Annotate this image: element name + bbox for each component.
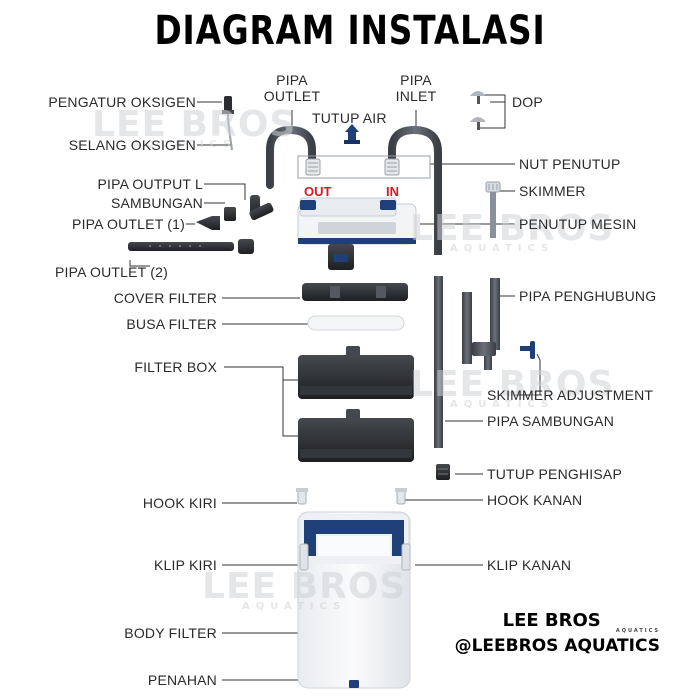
pipa-penghubung-part bbox=[462, 278, 500, 370]
page-title: DIAGRAM INSTALASI bbox=[154, 8, 546, 54]
busa-filter-part bbox=[307, 315, 405, 331]
label-pipa-outlet-line1: PIPA bbox=[276, 72, 308, 88]
selang-oksigen-part bbox=[227, 113, 233, 151]
label-pipa-inlet-line2: INLET bbox=[395, 88, 437, 104]
tutup-penghisap-part bbox=[436, 464, 450, 480]
pipa-sambungan-part bbox=[434, 276, 443, 448]
label-pipa-sambungan: PIPA SAMBUNGAN bbox=[487, 413, 615, 429]
leader-pipa-outlet-2 bbox=[129, 260, 150, 267]
label-klip-kiri: KLIP KIRI bbox=[153, 557, 217, 573]
dop-part bbox=[470, 91, 486, 130]
label-pipa-outlet-line2: OUTLET bbox=[263, 88, 321, 104]
label-nut-penutup: NUT PENUTUP bbox=[519, 156, 621, 172]
label-tutup-air: TUTUP AIR bbox=[312, 110, 387, 126]
brand-handle: @LEEBROS AQUATICS bbox=[454, 636, 660, 656]
label-pipa-penghubung: PIPA PENGHUBUNG bbox=[519, 288, 657, 304]
filter-box-upper-part bbox=[298, 346, 414, 399]
label-dop: DOP bbox=[512, 94, 543, 110]
label-pipa-inlet-line1: PIPA bbox=[400, 72, 432, 88]
label-klip-kanan: KLIP KANAN bbox=[487, 557, 572, 573]
brand-logo: LEE BROS bbox=[502, 610, 601, 631]
brand-logo-sub: AQUATICS bbox=[615, 628, 660, 634]
label-busa-filter: BUSA FILTER bbox=[126, 316, 217, 332]
nut-penutup-left bbox=[305, 158, 321, 176]
label-filter-box: FILTER BOX bbox=[134, 359, 217, 375]
sambungan-part bbox=[224, 207, 236, 221]
watermark-bottom: LEE BROS AQUATICS bbox=[202, 566, 407, 612]
label-pipa-outlet-1: PIPA OUTLET (1) bbox=[72, 216, 185, 232]
label-pipa-outlet-2: PIPA OUTLET (2) bbox=[55, 264, 168, 280]
leader-filter-box bbox=[224, 366, 300, 437]
brand-block: LEE BROS AQUATICS @LEEBROS AQUATICS bbox=[455, 610, 660, 656]
pipa-outlet-1-part bbox=[196, 216, 220, 230]
watermark-middle-right: LEE BROS AQUATICS bbox=[410, 364, 615, 410]
skimmer-adjustment-part bbox=[520, 341, 535, 359]
watermark-top-right: LEE BROS AQUATICS bbox=[410, 208, 615, 254]
label-skimmer-adjustment: SKIMMER ADJUSTMENT bbox=[487, 387, 654, 403]
label-pipa-output-l: PIPA OUTPUT L bbox=[97, 176, 203, 192]
skimmer-part bbox=[485, 181, 501, 238]
label-tutup-penghisap: TUTUP PENGHISAP bbox=[487, 466, 622, 482]
nut-penutup-frame bbox=[297, 155, 431, 179]
label-skimmer: SKIMMER bbox=[519, 183, 586, 199]
pipa-inlet-part bbox=[388, 125, 442, 255]
tag-in: IN bbox=[386, 184, 399, 199]
label-pengatur-oksigen: PENGATUR OKSIGEN bbox=[48, 94, 196, 110]
pengatur-oksigen-part bbox=[222, 96, 234, 114]
label-penutup-mesin: PENUTUP MESIN bbox=[519, 216, 637, 232]
label-body-filter: BODY FILTER bbox=[124, 625, 217, 641]
cover-filter-part bbox=[302, 283, 408, 301]
watermark-top-left: LEE BROS AQUATICS bbox=[92, 104, 297, 150]
penutup-mesin-part bbox=[297, 197, 417, 270]
label-pipa-outlet: PIPA OUTLET bbox=[262, 72, 322, 104]
leader-dop-bracket bbox=[478, 94, 506, 129]
hook-kanan-part bbox=[395, 488, 407, 505]
label-hook-kanan: HOOK KANAN bbox=[487, 492, 583, 508]
pipa-output-l-part bbox=[249, 195, 274, 221]
filter-box-lower-part bbox=[298, 409, 414, 462]
tag-out: OUT bbox=[304, 184, 332, 199]
label-pipa-inlet: PIPA INLET bbox=[391, 72, 441, 104]
body-filter-part bbox=[297, 511, 411, 689]
leader-skimmer-adjustment bbox=[515, 353, 541, 396]
pipa-outlet-2-part bbox=[128, 239, 254, 254]
label-penahan: PENAHAN bbox=[147, 672, 217, 688]
label-selang-oksigen: SELANG OKSIGEN bbox=[68, 137, 196, 153]
hook-kiri-part bbox=[296, 488, 308, 505]
label-hook-kiri: HOOK KIRI bbox=[142, 495, 217, 511]
label-sambungan: SAMBUNGAN bbox=[110, 195, 203, 211]
leader-pipa-output-l bbox=[204, 183, 246, 200]
nut-penutup-right bbox=[384, 158, 400, 176]
pipa-outlet-part bbox=[266, 125, 316, 189]
tutup-air-part bbox=[344, 124, 360, 144]
label-cover-filter: COVER FILTER bbox=[113, 290, 217, 306]
